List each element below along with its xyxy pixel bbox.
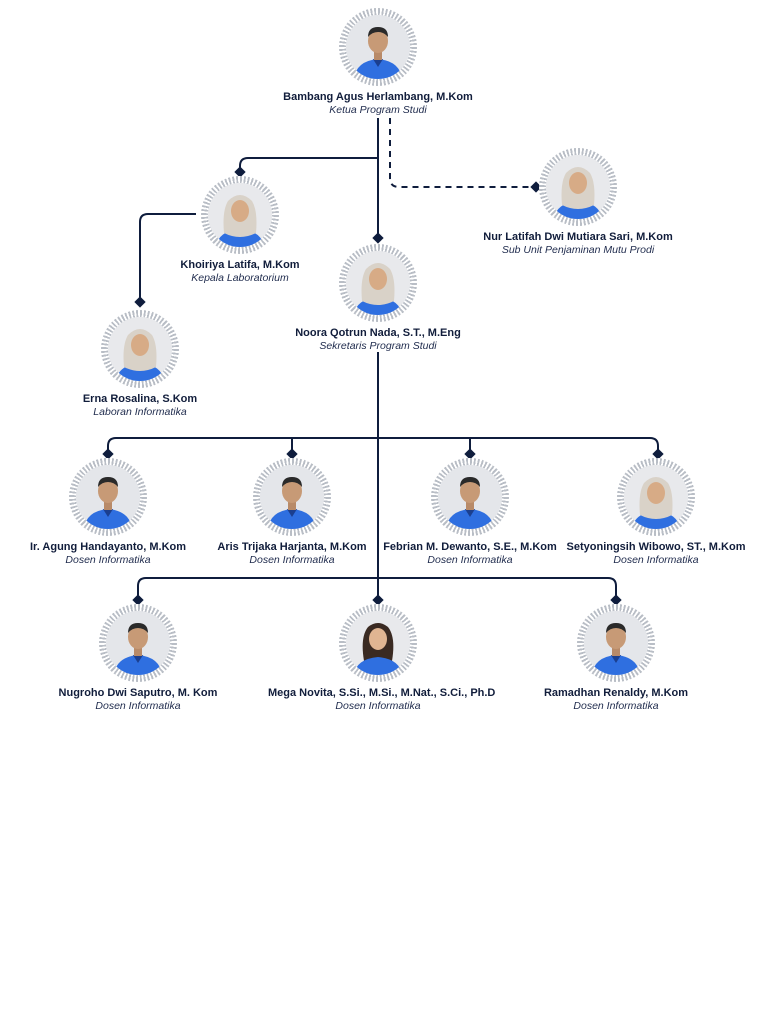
- connector-node-sekprodi: [372, 232, 384, 244]
- connector-dosen-row2: [137, 577, 617, 598]
- hijab-portrait-icon: [101, 310, 179, 388]
- person-kaprodi: Bambang Agus Herlambang, M.Kom Ketua Pro…: [268, 8, 488, 116]
- connector-kaprodi-kalab: [239, 157, 378, 172]
- connector-kaprodi-mutu: [389, 118, 536, 188]
- connector-node-dosen3: [464, 448, 476, 460]
- person-dosen5: Nugroho Dwi Saputro, M. Kom Dosen Inform…: [28, 604, 248, 712]
- person-name: Aris Trijaka Harjanta, M.Kom: [217, 541, 367, 553]
- person-dosen1: Ir. Agung Handayanto, M.Kom Dosen Inform…: [0, 458, 218, 566]
- person-role: Dosen Informatika: [65, 554, 151, 566]
- connector-node-kalab: [234, 166, 246, 178]
- connector-node-dosen5: [132, 594, 144, 606]
- person-role: Dosen Informatika: [427, 554, 513, 566]
- person-name: Febrian M. Dewanto, S.E., M.Kom: [383, 541, 557, 553]
- person-name: Erna Rosalina, S.Kom: [82, 393, 198, 405]
- woman-portrait-icon: [339, 604, 417, 682]
- person-dosen3: Febrian M. Dewanto, S.E., M.Kom Dosen In…: [360, 458, 580, 566]
- man-portrait-icon: [69, 458, 147, 536]
- connector-kalab-laboran: [139, 213, 196, 302]
- person-name: Khoiriya Latifa, M.Kom: [180, 259, 300, 271]
- person-dosen6: Mega Novita, S.Si., M.Si., M.Nat., S.Ci.…: [268, 604, 496, 712]
- connector-node-dosen4: [652, 448, 664, 460]
- person-name: Setyoningsih Wibowo, ST., M.Kom: [566, 541, 746, 553]
- person-name: Noora Qotrun Nada, S.T., M.Eng: [295, 327, 461, 339]
- person-name: Nugroho Dwi Saputro, M. Kom: [58, 687, 218, 699]
- person-dosen2: Aris Trijaka Harjanta, M.Kom Dosen Infor…: [182, 458, 402, 566]
- person-role: Sub Unit Penjaminan Mutu Prodi: [501, 244, 655, 256]
- person-sekprodi: Noora Qotrun Nada, S.T., M.Eng Sekretari…: [268, 244, 488, 352]
- person-dosen4: Setyoningsih Wibowo, ST., M.Kom Dosen In…: [546, 458, 766, 566]
- person-role: Sekretaris Program Studi: [319, 340, 437, 352]
- person-role: Laboran Informatika: [93, 406, 187, 418]
- person-name: Mega Novita, S.Si., M.Si., M.Nat., S.Ci.…: [268, 687, 496, 699]
- person-dosen7: Ramadhan Renaldy, M.Kom Dosen Informatik…: [506, 604, 726, 712]
- person-name: Ramadhan Renaldy, M.Kom: [543, 687, 689, 699]
- person-laboran: Erna Rosalina, S.Kom Laboran Informatika: [30, 310, 250, 418]
- hijab-portrait-icon: [617, 458, 695, 536]
- hijab-portrait-icon: [339, 244, 417, 322]
- connector-node-laboran: [134, 296, 146, 308]
- person-role: Dosen Informatika: [249, 554, 335, 566]
- person-role: Dosen Informatika: [335, 700, 421, 712]
- man-portrait-icon: [577, 604, 655, 682]
- person-name: Bambang Agus Herlambang, M.Kom: [283, 91, 473, 103]
- person-name: Nur Latifah Dwi Mutiara Sari, M.Kom: [483, 231, 673, 243]
- person-role: Dosen Informatika: [573, 700, 659, 712]
- man-portrait-icon: [431, 458, 509, 536]
- connector-dosen-row1: [107, 437, 659, 452]
- person-kalab: Khoiriya Latifa, M.Kom Kepala Laboratori…: [130, 176, 350, 284]
- connector-node-dosen6: [372, 594, 384, 606]
- connector-node-mutu: [530, 181, 542, 193]
- hijab-portrait-icon: [539, 148, 617, 226]
- connector-node-dosen2: [286, 448, 298, 460]
- person-role: Dosen Informatika: [613, 554, 699, 566]
- hijab-portrait-icon: [201, 176, 279, 254]
- person-mutu: Nur Latifah Dwi Mutiara Sari, M.Kom Sub …: [468, 148, 688, 256]
- person-name: Ir. Agung Handayanto, M.Kom: [29, 541, 187, 553]
- person-role: Kepala Laboratorium: [191, 272, 289, 284]
- man-portrait-icon: [339, 8, 417, 86]
- person-role: Dosen Informatika: [95, 700, 181, 712]
- connector-node-dosen7: [610, 594, 622, 606]
- man-portrait-icon: [99, 604, 177, 682]
- man-portrait-icon: [253, 458, 331, 536]
- person-role: Ketua Program Studi: [329, 104, 427, 116]
